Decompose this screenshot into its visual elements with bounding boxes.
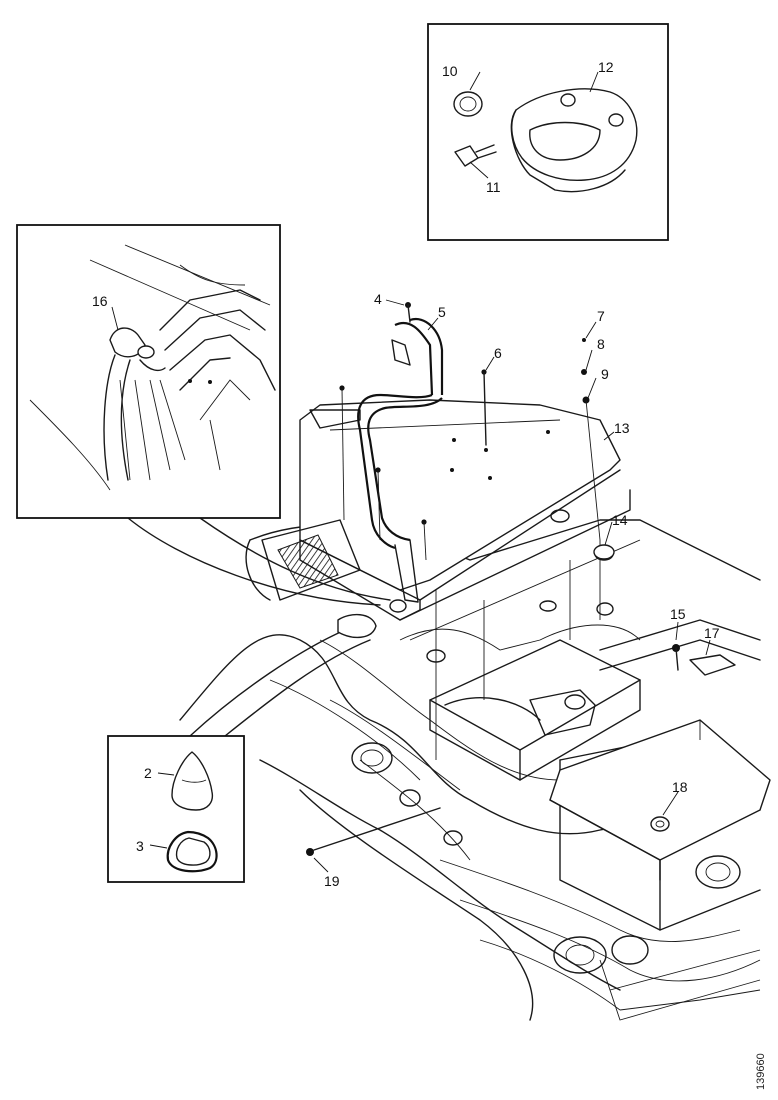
callout-3: 3 bbox=[136, 838, 144, 854]
callout-13: 13 bbox=[614, 420, 630, 436]
callout-15: 15 bbox=[670, 606, 686, 622]
cover-plate bbox=[261, 399, 641, 760]
callout-12: 12 bbox=[598, 59, 614, 75]
callout-11: 11 bbox=[486, 179, 501, 195]
fasteners bbox=[306, 302, 680, 856]
callout-4: 4 bbox=[374, 291, 382, 307]
callout-7: 7 bbox=[597, 308, 605, 324]
leader-lines bbox=[111, 71, 711, 873]
callout-6: 6 bbox=[494, 345, 502, 361]
callout-14: 14 bbox=[612, 512, 628, 528]
callout-10: 10 bbox=[442, 63, 458, 79]
callout-5: 5 bbox=[438, 304, 446, 320]
document-number: 139660 bbox=[755, 1053, 767, 1090]
callout-18: 18 bbox=[672, 779, 688, 795]
callout-17: 17 bbox=[704, 625, 720, 641]
detail-connectors bbox=[127, 517, 391, 737]
callout-8: 8 bbox=[597, 336, 605, 352]
vehicle-floor-assembly bbox=[179, 519, 771, 1021]
detail-box-hose-clip bbox=[16, 224, 281, 519]
callout-2: 2 bbox=[144, 765, 152, 781]
callout-16: 16 bbox=[92, 293, 108, 309]
callout-9: 9 bbox=[601, 366, 609, 382]
callout-19: 19 bbox=[324, 873, 340, 889]
detail-box-bracket bbox=[427, 23, 669, 241]
callout-labels: 2 3 4 5 6 7 8 9 10 11 12 13 14 15 16 17 … bbox=[92, 59, 720, 889]
detail-box-grommet bbox=[107, 735, 245, 883]
